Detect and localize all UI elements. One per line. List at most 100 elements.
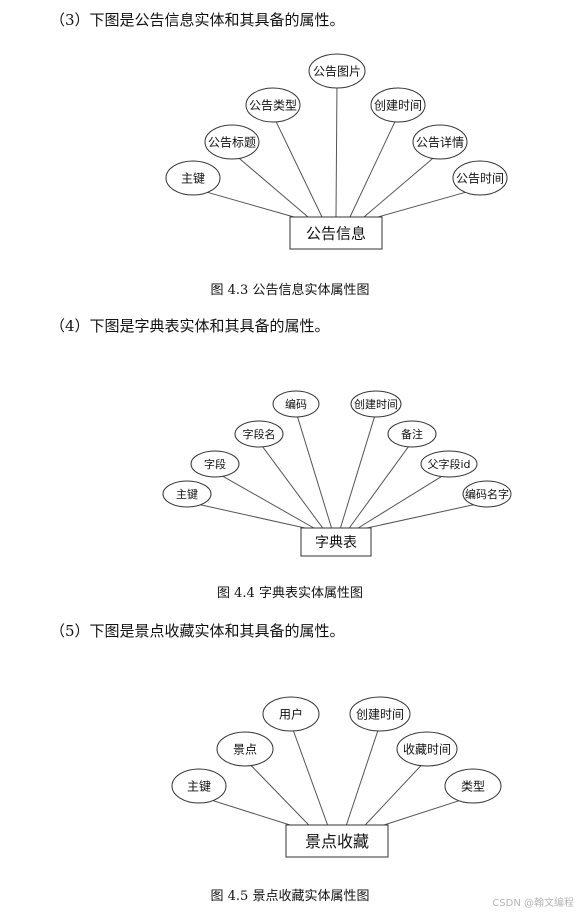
attribute-label: 父字段id — [427, 457, 470, 471]
entity-label: 景点收藏 — [305, 832, 369, 851]
section-heading-announcement: （3）下图是公告信息实体和其具备的属性。 — [50, 11, 345, 29]
scenic-favorite-attribute: 景点 — [216, 731, 274, 767]
figure-caption-scenic-favorite: 图 4.5 景点收藏实体属性图 — [210, 889, 370, 904]
scenic-favorite-attribute: 类型 — [444, 768, 502, 804]
announcement-connector — [335, 81, 338, 218]
attribute-ellipse — [350, 390, 402, 418]
attribute-label: 公告时间 — [456, 171, 504, 185]
attribute-ellipse — [462, 480, 512, 508]
entity-box — [289, 216, 383, 250]
er-diagram-announcement: 主键 公告标题 公告类型 公告图片创建时间公告详情公告时间公告信息 — [0, 50, 580, 260]
attribute-label: 主键 — [176, 487, 198, 501]
scenic-favorite-connector — [364, 758, 428, 826]
announcement-attribute: 公告图片 — [308, 53, 366, 89]
dictionary-attribute: 字段名 — [234, 420, 284, 448]
scenic-favorite-attribute: 用户 — [262, 696, 320, 732]
er-diagram-dictionary: 主键 字段 字段名 编码 创建时间备注父字段id 编码名字字典表 — [0, 380, 580, 565]
attribute-label: 创建时间 — [374, 98, 422, 112]
dictionary-entity: 字典表 — [300, 527, 372, 557]
attribute-ellipse — [308, 53, 366, 89]
dictionary-attribute: 创建时间 — [350, 390, 402, 418]
attribute-label: 字段 — [204, 457, 226, 471]
attribute-ellipse — [370, 87, 426, 123]
dictionary-connector — [366, 501, 488, 529]
scenic-favorite-connector — [290, 724, 329, 826]
entity-label: 字典表 — [315, 535, 357, 551]
attribute-label: 用户 — [279, 706, 303, 721]
dictionary-connector — [186, 501, 306, 529]
attribute-label: 备注 — [401, 427, 423, 441]
attribute-label: 编码 — [285, 397, 307, 411]
attribute-ellipse — [387, 420, 437, 448]
attribute-label: 公告详情 — [416, 134, 464, 149]
scenic-favorite-attribute: 收藏时间 — [396, 731, 458, 767]
scenic-favorite-connector — [198, 795, 291, 826]
announcement-connector — [192, 187, 295, 218]
attribute-ellipse — [262, 696, 320, 732]
dictionary-connector — [214, 471, 315, 529]
attribute-ellipse — [216, 731, 274, 767]
attribute-ellipse — [444, 768, 502, 804]
announcement-attribute: 主键 — [165, 160, 221, 196]
entity-box — [300, 527, 372, 557]
figure-caption-dictionary: 图 4.4 字典表实体属性图 — [217, 586, 363, 601]
dictionary-connector — [357, 471, 450, 529]
attribute-ellipse — [204, 124, 260, 160]
scenic-favorite-connector — [383, 795, 474, 826]
attribute-label: 类型 — [461, 779, 485, 793]
scenic-favorite-entity: 景点收藏 — [285, 824, 389, 858]
attribute-label: 公告图片 — [313, 64, 361, 78]
attribute-ellipse — [349, 696, 411, 732]
announcement-connector — [377, 187, 481, 218]
dictionary-connector — [295, 411, 333, 529]
attribute-label: 公告类型 — [249, 98, 297, 112]
announcement-attribute: 公告时间 — [452, 160, 508, 196]
announcement-attribute: 公告标题 — [204, 124, 260, 160]
section-heading-dictionary: （4）下图是字典表实体和其具备的属性。 — [50, 317, 330, 335]
dictionary-attribute: 备注 — [387, 420, 437, 448]
attribute-label: 字段名 — [243, 427, 276, 441]
dictionary-attribute: 主键 — [162, 480, 212, 508]
attribute-ellipse — [162, 480, 212, 508]
attribute-ellipse — [171, 768, 227, 804]
dictionary-connector — [258, 441, 324, 529]
attribute-label: 创建时间 — [356, 707, 404, 721]
dictionary-connector — [339, 411, 377, 529]
section-heading-scenic-favorite: （5）下图是景点收藏实体和其具备的属性。 — [50, 622, 345, 640]
announcement-connector — [363, 151, 441, 218]
attribute-label: 主键 — [187, 779, 211, 793]
er-diagram-scenic-favorite: 主键 景点 用户 创建时间收藏时间类型景点收藏 — [0, 690, 580, 870]
attribute-ellipse — [190, 450, 240, 478]
attribute-label: 编码名字 — [465, 487, 509, 501]
announcement-attribute: 创建时间 — [370, 87, 426, 123]
scenic-favorite-connector — [345, 724, 381, 826]
figure-caption-announcement: 图 4.3 公告信息实体属性图 — [210, 283, 370, 298]
csdn-watermark: CSDN @翰文编程 — [492, 898, 574, 909]
attribute-ellipse — [165, 160, 221, 196]
scenic-favorite-attribute: 创建时间 — [349, 696, 411, 732]
attribute-label: 收藏时间 — [403, 742, 451, 756]
dictionary-attribute: 编码名字 — [462, 480, 512, 508]
entity-box — [285, 824, 389, 858]
attribute-label: 主键 — [181, 171, 205, 185]
attribute-ellipse — [396, 731, 458, 767]
scenic-favorite-connector — [244, 758, 310, 826]
attribute-label: 创建时间 — [354, 397, 398, 411]
announcement-connector — [349, 114, 399, 218]
announcement-attribute: 公告类型 — [245, 87, 301, 123]
attribute-ellipse — [420, 450, 478, 478]
announcement-attribute: 公告详情 — [412, 124, 468, 160]
entity-label: 公告信息 — [306, 224, 366, 242]
dictionary-attribute: 编码 — [272, 390, 320, 418]
attribute-ellipse — [412, 124, 468, 160]
attribute-label: 景点 — [233, 742, 257, 756]
attribute-label: 公告标题 — [208, 135, 256, 149]
attribute-ellipse — [452, 160, 508, 196]
scenic-favorite-attribute: 主键 — [171, 768, 227, 804]
attribute-ellipse — [234, 420, 284, 448]
announcement-connector — [272, 114, 323, 218]
attribute-ellipse — [272, 390, 320, 418]
attribute-ellipse — [245, 87, 301, 123]
